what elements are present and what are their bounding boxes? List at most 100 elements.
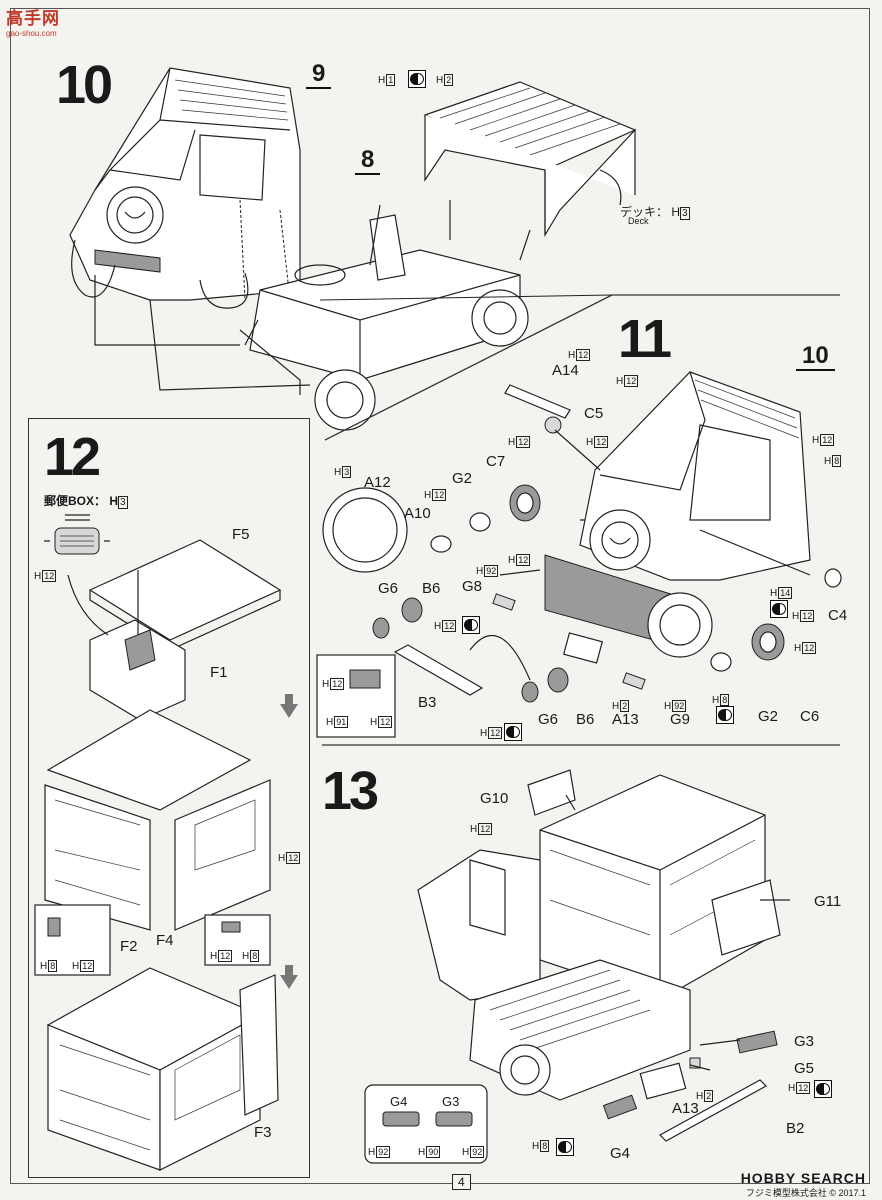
step-11-number: 11 — [618, 309, 672, 369]
step11-g8-lens — [492, 593, 516, 611]
part-f2: F2 — [120, 938, 138, 955]
step11-g6b-lens — [521, 681, 539, 703]
part-b3: B3 — [418, 694, 437, 711]
part-g10: G10 — [480, 790, 509, 807]
two-tone-paint-icon — [462, 616, 480, 634]
two-tone-paint-icon — [770, 600, 788, 618]
step13-cab — [417, 849, 541, 1001]
part-g5: G5 — [794, 1060, 815, 1077]
part-f4: F4 — [156, 932, 174, 949]
step13-g5-lens — [689, 1057, 701, 1069]
step11-g9-lens — [622, 672, 646, 690]
watermark: 高手网 gao-shou.com — [6, 4, 60, 38]
step10-ref-8: 8 — [355, 148, 381, 175]
step11-b6b-lamp — [547, 667, 569, 693]
step11-detail-inset — [316, 654, 396, 738]
part-b2: B2 — [786, 1120, 805, 1137]
step12-drawings — [34, 514, 282, 1171]
hobby-search-logo: HOBBY SEARCH — [740, 1170, 866, 1186]
step11-a10-part — [430, 535, 452, 553]
step13-legend-box — [364, 1084, 488, 1164]
step13-b2-bar — [659, 1079, 767, 1142]
step10-chassis-drawing — [239, 214, 529, 431]
part-g6-lower: G6 — [538, 711, 559, 728]
two-tone-paint-icon — [716, 706, 734, 724]
step10-arrows — [369, 200, 531, 266]
step11-b6-lamp — [401, 597, 423, 623]
step11-body-drawing — [544, 371, 811, 658]
step11-g6-lens — [372, 617, 390, 639]
step12-f1-panel — [89, 619, 186, 721]
step11-c5-mirror — [544, 416, 562, 434]
step11-g2-lens — [469, 512, 491, 532]
step11-ref-10: 10 — [796, 344, 835, 371]
two-tone-paint-icon — [556, 1138, 574, 1156]
part-a10: A10 — [404, 505, 431, 522]
two-tone-paint-icon — [814, 1080, 832, 1098]
down-arrow-icon — [280, 965, 298, 989]
step12-detail-f2 — [34, 904, 111, 976]
step10-deck-en: Deck — [628, 216, 649, 226]
watermark-site: 高手网 — [6, 9, 60, 28]
step13-g3-lens — [736, 1030, 778, 1054]
part-a13: A13 — [612, 711, 639, 728]
part-c7: C7 — [486, 453, 506, 470]
step12-f3-door — [239, 974, 279, 1116]
step13-drawings — [364, 769, 790, 1164]
step13-g10-window — [527, 769, 576, 816]
step11-b3-bumper — [393, 644, 484, 696]
step10-guide-lines — [94, 275, 311, 391]
part-g6-upper: G6 — [378, 580, 399, 597]
part-g4: G4 — [610, 1145, 631, 1162]
part-f1: F1 — [210, 664, 228, 681]
part-g2-lower: G2 — [758, 708, 779, 725]
step-12-panel — [28, 418, 310, 1178]
part-f5: F5 — [232, 526, 250, 543]
step13-g11-window — [711, 879, 781, 956]
instruction-page — [10, 8, 870, 1184]
part-b6-lower: B6 — [576, 711, 595, 728]
part-a14: A14 — [552, 362, 579, 379]
step12-box-top — [46, 709, 252, 811]
step11-a13-plate — [562, 632, 604, 664]
part-a12: A12 — [364, 474, 391, 491]
step12-f2-panel — [44, 784, 151, 931]
two-tone-paint-icon — [408, 70, 426, 88]
part-a13-rear: A13 — [672, 1100, 699, 1117]
step13-g4-lens — [602, 1094, 638, 1120]
legend-g4: G4 — [390, 1094, 408, 1109]
part-b6-upper: B6 — [422, 580, 441, 597]
step-10-number: 10 — [56, 55, 113, 115]
